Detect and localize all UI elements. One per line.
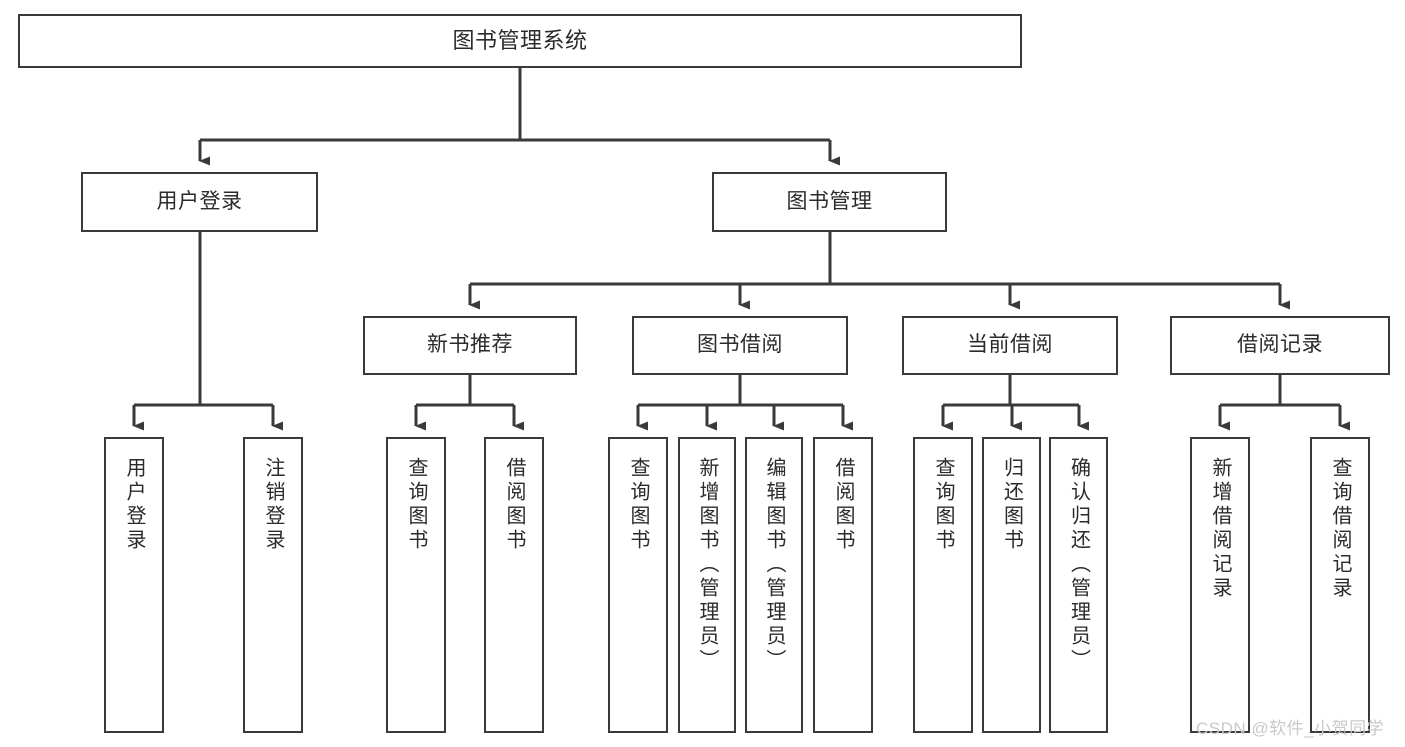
node-leaf-confirm-return-admin[interactable]: 确认归还（管理员） [1049, 437, 1108, 733]
node-leaf-query-book-rec[interactable]: 查询图书 [386, 437, 446, 733]
node-label: 归还图书 [1000, 457, 1023, 553]
node-label: 查询图书 [405, 457, 427, 553]
node-label: 查询图书 [932, 457, 954, 553]
node-leaf-return-book[interactable]: 归还图书 [982, 437, 1041, 733]
node-leaf-add-borrow-record[interactable]: 新增借阅记录 [1190, 437, 1250, 733]
node-label: 图书借阅 [697, 333, 783, 357]
node-root[interactable]: 图书管理系统 [18, 14, 1022, 68]
node-label: 编辑图书（管理员） [763, 457, 785, 673]
node-new-book-recommend[interactable]: 新书推荐 [363, 316, 577, 375]
node-label: 查询图书 [627, 457, 649, 553]
node-leaf-query-book-current[interactable]: 查询图书 [913, 437, 973, 733]
node-label: 图书管理系统 [452, 28, 588, 54]
node-leaf-query-borrow-record[interactable]: 查询借阅记录 [1310, 437, 1370, 733]
node-label: 图书管理 [786, 189, 873, 213]
node-label: 用户登录 [123, 457, 145, 553]
node-label: 新增图书（管理员） [696, 457, 718, 673]
node-book-borrow[interactable]: 图书借阅 [632, 316, 848, 375]
node-leaf-query-book-borrow[interactable]: 查询图书 [608, 437, 668, 733]
node-leaf-borrow-book-rec[interactable]: 借阅图书 [484, 437, 544, 733]
node-leaf-edit-book-admin[interactable]: 编辑图书（管理员） [745, 437, 803, 733]
node-label: 当前借阅 [967, 333, 1053, 357]
node-leaf-user-login[interactable]: 用户登录 [104, 437, 164, 733]
node-current-borrow[interactable]: 当前借阅 [902, 316, 1118, 375]
node-book-manage[interactable]: 图书管理 [712, 172, 947, 232]
node-label: 借阅图书 [503, 457, 525, 553]
node-user-login[interactable]: 用户登录 [81, 172, 318, 232]
node-label: 新增借阅记录 [1209, 457, 1231, 601]
node-leaf-borrow-book[interactable]: 借阅图书 [813, 437, 873, 733]
node-borrow-record[interactable]: 借阅记录 [1170, 316, 1390, 375]
node-label: 借阅图书 [832, 457, 854, 553]
node-label: 新书推荐 [427, 333, 513, 357]
node-leaf-user-logout[interactable]: 注销登录 [243, 437, 303, 733]
node-label: 借阅记录 [1237, 333, 1323, 357]
node-label: 确认归还（管理员） [1067, 457, 1090, 673]
node-label: 注销登录 [262, 457, 284, 553]
node-label: 用户登录 [156, 189, 243, 213]
node-leaf-add-book-admin[interactable]: 新增图书（管理员） [678, 437, 736, 733]
node-label: 查询借阅记录 [1329, 457, 1351, 601]
